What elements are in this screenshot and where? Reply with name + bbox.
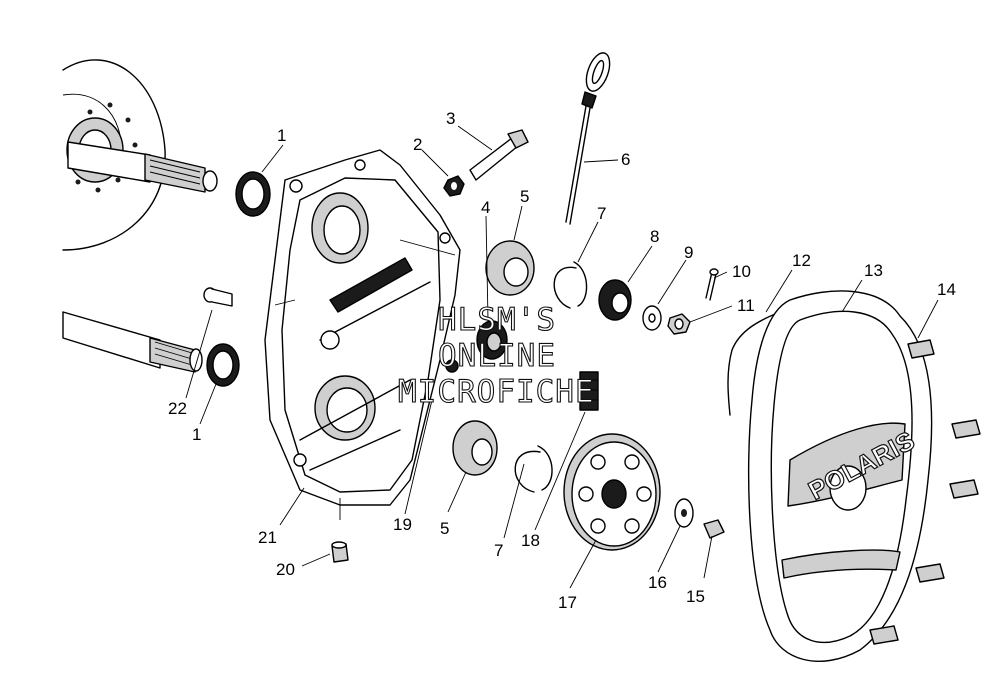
nut-2 <box>443 175 465 197</box>
callout-15: 15 <box>686 587 705 606</box>
watermark: HLSM'S ONLINE MICROFICHE <box>397 301 595 410</box>
oil-seal-lower <box>206 343 240 387</box>
callout-18: 18 <box>521 531 540 550</box>
callout-4: 4 <box>481 198 490 217</box>
callout-5-lower: 5 <box>440 519 449 538</box>
callout-20: 20 <box>276 560 295 579</box>
callout-14: 14 <box>937 280 956 299</box>
callout-6: 6 <box>621 150 630 169</box>
chaincase-housing <box>264 149 461 506</box>
lower-sprocket <box>563 433 661 551</box>
callout-7-upper: 7 <box>597 204 606 223</box>
watermark-line-2: ONLINE <box>438 338 556 374</box>
callout-3: 3 <box>446 109 455 128</box>
leader-lines <box>185 125 939 589</box>
callout-1-upper: 1 <box>277 126 286 145</box>
callout-2: 2 <box>413 135 422 154</box>
cover-gasket <box>727 311 781 416</box>
bolt-15 <box>703 519 725 539</box>
drain-plug <box>331 541 349 563</box>
callout-21: 21 <box>258 528 277 547</box>
cotter-pin <box>705 268 719 301</box>
bearing-upper <box>485 240 535 296</box>
bolt-22 <box>203 287 233 307</box>
callout-13: 13 <box>864 261 883 280</box>
callout-16: 16 <box>648 573 667 592</box>
chain-tensioner <box>476 320 508 360</box>
chaincase-cover: POLARIS <box>747 290 933 662</box>
callout-1-lower: 1 <box>192 425 201 444</box>
bolt-3 <box>469 129 529 181</box>
dipstick <box>565 52 611 225</box>
cover-bolts <box>869 339 981 645</box>
callout-19: 19 <box>393 515 412 534</box>
callout-labels: 1 2 3 4 5 6 7 8 9 10 11 12 13 14 22 1 21… <box>168 109 956 612</box>
snap-ring-lower <box>514 445 553 493</box>
castle-nut <box>667 313 691 335</box>
callout-9: 9 <box>684 243 693 262</box>
callout-8: 8 <box>650 227 659 246</box>
bearing-lower <box>452 420 498 476</box>
callout-17: 17 <box>558 593 577 612</box>
callout-11: 11 <box>737 296 755 315</box>
oil-seal-upper <box>235 171 271 217</box>
washer-16 <box>674 498 694 528</box>
callout-5-upper: 5 <box>520 187 529 206</box>
snap-ring-upper <box>553 261 588 309</box>
upper-sprocket <box>598 279 632 321</box>
driven-shaft-lower <box>62 311 203 373</box>
drive-shaft-upper <box>67 141 218 193</box>
callout-10: 10 <box>732 262 751 281</box>
callout-22: 22 <box>168 399 187 418</box>
watermark-line-1: HLSM'S <box>438 302 556 338</box>
callout-7-lower: 7 <box>494 541 503 560</box>
silent-chain <box>579 371 599 411</box>
callout-12: 12 <box>792 251 811 270</box>
washer-9 <box>642 305 662 331</box>
watermark-line-3: MICROFICHE <box>398 374 595 410</box>
